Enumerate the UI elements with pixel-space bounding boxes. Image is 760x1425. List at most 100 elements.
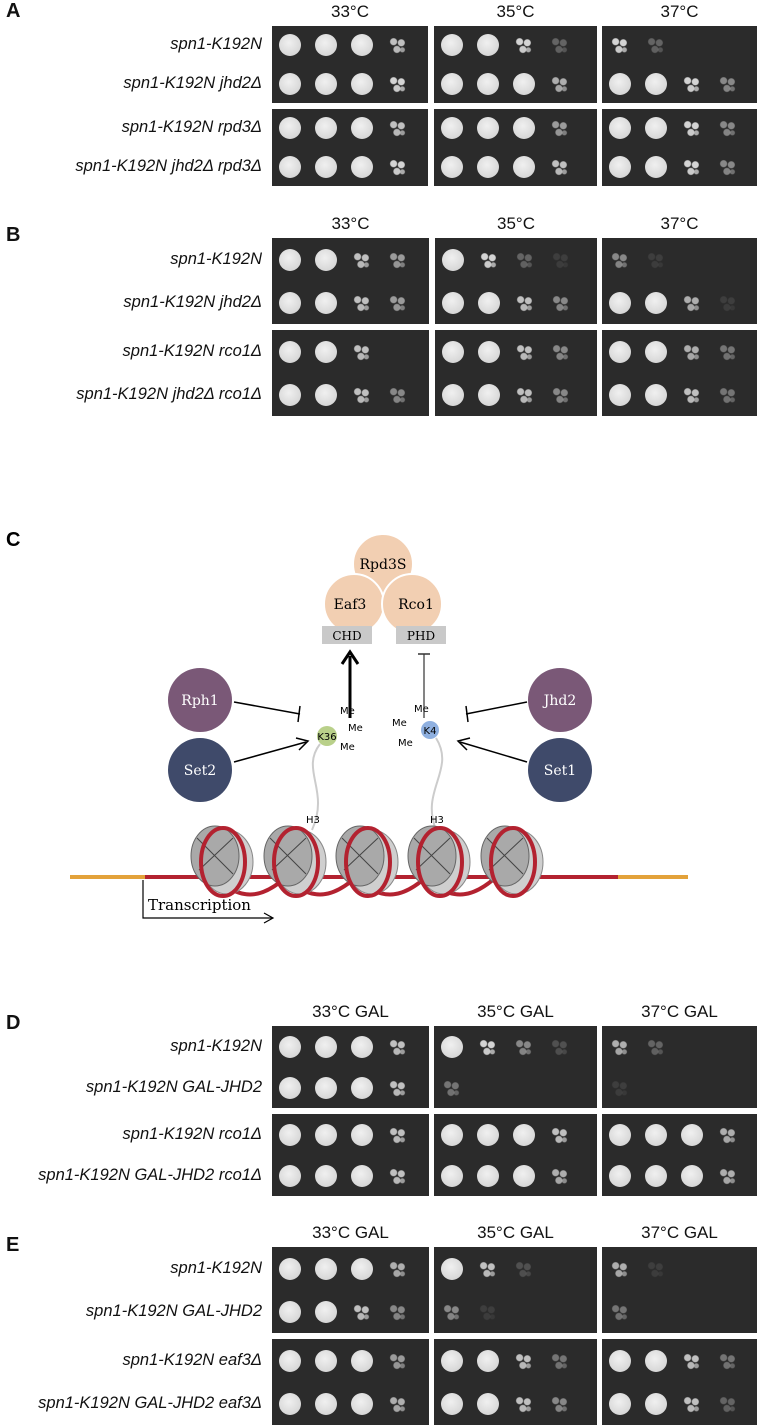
yeast-spot bbox=[609, 1164, 631, 1187]
arrowhead-icon bbox=[263, 912, 275, 924]
yeast-spot bbox=[477, 1257, 499, 1280]
yeast-spot bbox=[315, 383, 337, 406]
yeast-spot bbox=[513, 117, 535, 140]
yeast-spot bbox=[387, 1035, 409, 1058]
methyl-label: Me bbox=[340, 742, 355, 753]
yeast-spot bbox=[681, 291, 703, 314]
spot-plate bbox=[434, 1339, 597, 1425]
panel-letter-c: C bbox=[6, 529, 20, 551]
jhd2-label: Jhd2 bbox=[542, 693, 577, 709]
yeast-spot bbox=[478, 340, 500, 363]
yeast-spot bbox=[609, 1076, 631, 1099]
set2-circle bbox=[168, 738, 232, 802]
yeast-spot bbox=[549, 117, 571, 140]
rph1-inhibit-line bbox=[233, 701, 301, 715]
yeast-spot bbox=[477, 117, 499, 140]
yeast-spot bbox=[315, 117, 337, 140]
eaf3-label: Eaf3 bbox=[334, 597, 367, 613]
temperature-label: 33°C bbox=[331, 2, 369, 21]
yeast-spot bbox=[351, 340, 373, 363]
temperature-label: 35°C GAL bbox=[477, 1223, 554, 1242]
yeast-spot bbox=[351, 1257, 373, 1280]
yeast-spot bbox=[442, 291, 464, 314]
spot-plate bbox=[602, 109, 757, 186]
yeast-spot bbox=[477, 1392, 499, 1415]
h3-label: H3 bbox=[430, 815, 444, 826]
yeast-spot bbox=[681, 1164, 703, 1187]
yeast-spot bbox=[681, 1123, 703, 1146]
yeast-spot bbox=[550, 383, 572, 406]
yeast-spot bbox=[441, 155, 463, 178]
yeast-spot bbox=[279, 1164, 301, 1187]
h3-tail bbox=[311, 743, 321, 831]
strain-label: spn1-K192N jhd2Δ rpd3Δ bbox=[75, 156, 262, 175]
strain-label: spn1-K192N bbox=[170, 249, 262, 268]
spot-plate bbox=[602, 330, 757, 416]
yeast-spot bbox=[609, 1300, 631, 1323]
yeast-spot bbox=[441, 72, 463, 95]
spot-plate bbox=[272, 1026, 429, 1108]
strain-label: spn1-K192N jhd2Δ rco1Δ bbox=[76, 384, 262, 403]
yeast-spot bbox=[279, 1257, 301, 1280]
yeast-spot bbox=[351, 1076, 373, 1099]
strain-label: spn1-K192N rco1Δ bbox=[122, 341, 262, 360]
k36-residue bbox=[317, 726, 337, 746]
jhd2-circle bbox=[528, 668, 592, 732]
yeast-spot bbox=[513, 1257, 535, 1280]
yeast-spot bbox=[717, 340, 739, 363]
yeast-spot bbox=[387, 117, 409, 140]
inhibit-bar-icon bbox=[297, 705, 301, 723]
yeast-spot bbox=[279, 155, 301, 178]
yeast-spot bbox=[315, 155, 337, 178]
yeast-spot bbox=[549, 34, 571, 57]
spot-plate bbox=[602, 1339, 757, 1425]
yeast-spot bbox=[477, 34, 499, 57]
yeast-spot bbox=[315, 248, 337, 271]
yeast-spot bbox=[279, 248, 301, 271]
panel-letter-e: E bbox=[6, 1234, 20, 1256]
spot-plate bbox=[602, 1026, 757, 1108]
h3-label: H3 bbox=[306, 815, 320, 826]
yeast-spot bbox=[609, 291, 631, 314]
yeast-spot bbox=[645, 1349, 667, 1372]
temperature-label: 35°C bbox=[496, 2, 535, 21]
yeast-spot bbox=[477, 1300, 499, 1323]
yeast-spot bbox=[387, 34, 409, 57]
yeast-spot bbox=[387, 1300, 409, 1323]
strain-label: spn1-K192N bbox=[170, 1258, 262, 1277]
yeast-spot bbox=[514, 248, 536, 271]
yeast-spot bbox=[387, 1257, 409, 1280]
yeast-spot bbox=[609, 117, 631, 140]
yeast-spot bbox=[514, 383, 536, 406]
spot-plate bbox=[272, 330, 429, 416]
yeast-spot bbox=[315, 291, 337, 314]
yeast-spot bbox=[441, 1257, 463, 1280]
methyl-label: Me bbox=[392, 718, 407, 729]
yeast-spot bbox=[279, 1123, 301, 1146]
nucleosome-lines bbox=[341, 837, 379, 875]
yeast-spot bbox=[609, 34, 631, 57]
yeast-spot bbox=[351, 1300, 373, 1323]
yeast-spot bbox=[645, 291, 667, 314]
yeast-spot bbox=[478, 383, 500, 406]
yeast-spot bbox=[441, 1300, 463, 1323]
yeast-spot bbox=[351, 1164, 373, 1187]
nucleosome-back bbox=[490, 829, 544, 895]
set2-label: Set2 bbox=[184, 763, 216, 779]
yeast-spot bbox=[549, 1123, 571, 1146]
yeast-spot bbox=[315, 1035, 337, 1058]
yeast-spot bbox=[279, 1349, 301, 1372]
set1-circle bbox=[528, 738, 592, 802]
k4-label: K4 bbox=[424, 726, 437, 737]
chd-label: CHD bbox=[332, 629, 361, 643]
nucleosome-back bbox=[273, 829, 327, 895]
yeast-spot bbox=[351, 1035, 373, 1058]
yeast-spot bbox=[477, 1123, 499, 1146]
yeast-spot bbox=[279, 1392, 301, 1415]
yeast-spot bbox=[351, 291, 373, 314]
yeast-spot bbox=[717, 291, 739, 314]
nucleosome bbox=[190, 825, 240, 887]
transcription-label: Transcription bbox=[148, 896, 251, 914]
dna-linker bbox=[213, 875, 497, 897]
dna-wrap bbox=[489, 826, 537, 898]
